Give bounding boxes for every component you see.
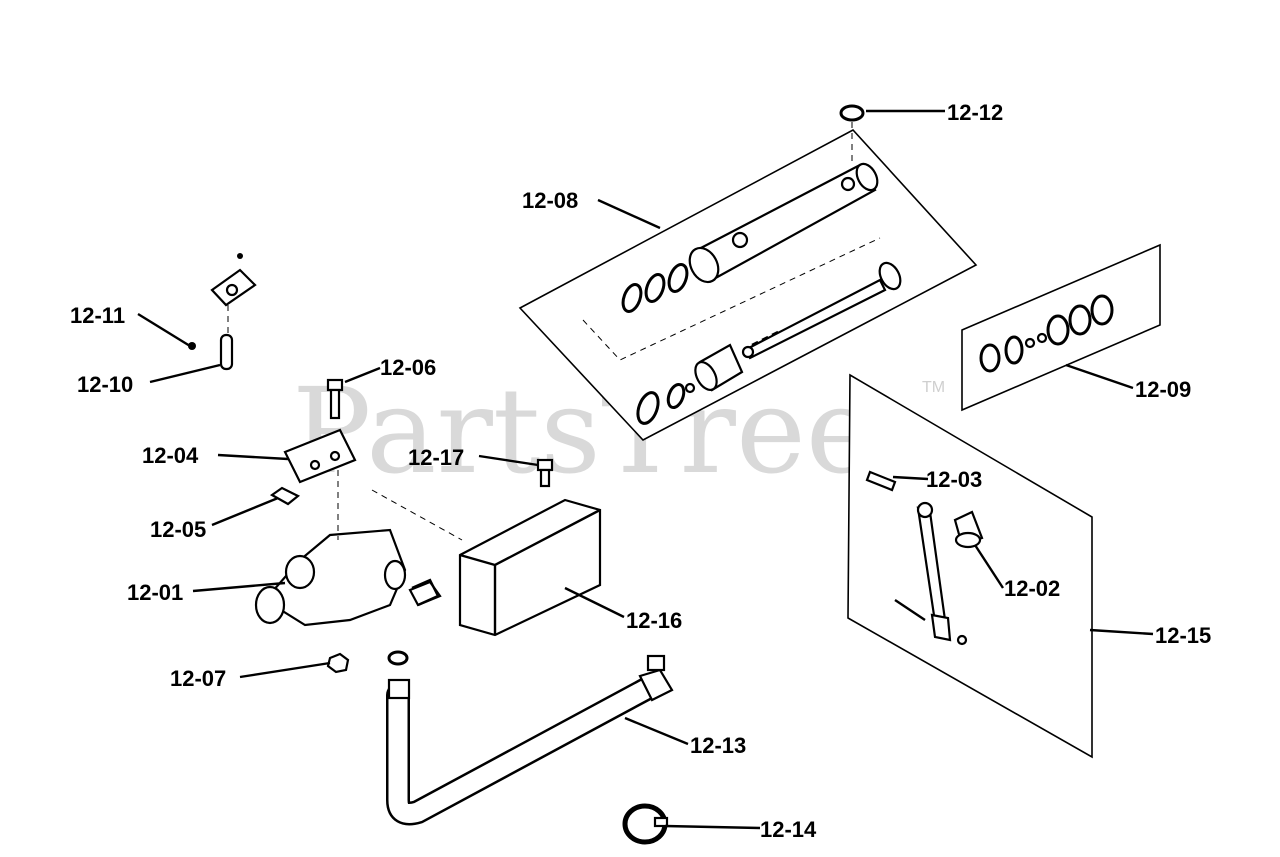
callout-12-06[interactable]: 12-06 [380, 355, 436, 380]
bolt-parts [269, 378, 554, 506]
leader-lines [137, 109, 1154, 830]
callout-12-13[interactable]: 12-13 [690, 733, 746, 758]
trademark-mark: TM [922, 379, 945, 396]
callout-12-01[interactable]: 12-01 [127, 580, 183, 605]
callout-12-05[interactable]: 12-05 [150, 517, 206, 542]
hydraulic-hose [386, 654, 674, 826]
callout-12-08[interactable]: 12-08 [522, 188, 578, 213]
callout-12-02[interactable]: 12-02 [1004, 576, 1060, 601]
hose-clamp [622, 803, 669, 845]
cylinder-kit-panel [518, 129, 978, 441]
callout-12-14[interactable]: 12-14 [760, 817, 817, 842]
callout-12-17[interactable]: 12-17 [408, 445, 464, 470]
callout-12-16[interactable]: 12-16 [626, 608, 682, 633]
callout-12-12[interactable]: 12-12 [947, 100, 1003, 125]
nut-washer [326, 650, 409, 674]
washer-part [839, 104, 865, 165]
callout-labels: 12-12 12-08 12-09 12-03 12-02 12-15 12-1… [70, 100, 1211, 842]
callout-12-11[interactable]: 12-11 [70, 303, 125, 328]
control-valve [254, 470, 463, 627]
valve-cover [411, 498, 602, 637]
callout-12-10[interactable]: 12-10 [77, 372, 133, 397]
callout-12-09[interactable]: 12-09 [1135, 377, 1191, 402]
callout-12-03[interactable]: 12-03 [926, 467, 982, 492]
seal-kit-panel [961, 243, 1161, 412]
callout-12-07[interactable]: 12-07 [170, 666, 226, 691]
clevis-pin [188, 253, 257, 371]
mounting-bracket [283, 428, 357, 484]
callout-12-04[interactable]: 12-04 [142, 443, 199, 468]
control-lever-panel [847, 373, 1093, 759]
callout-12-15[interactable]: 12-15 [1155, 623, 1211, 648]
watermark: PartsTree [292, 362, 876, 500]
